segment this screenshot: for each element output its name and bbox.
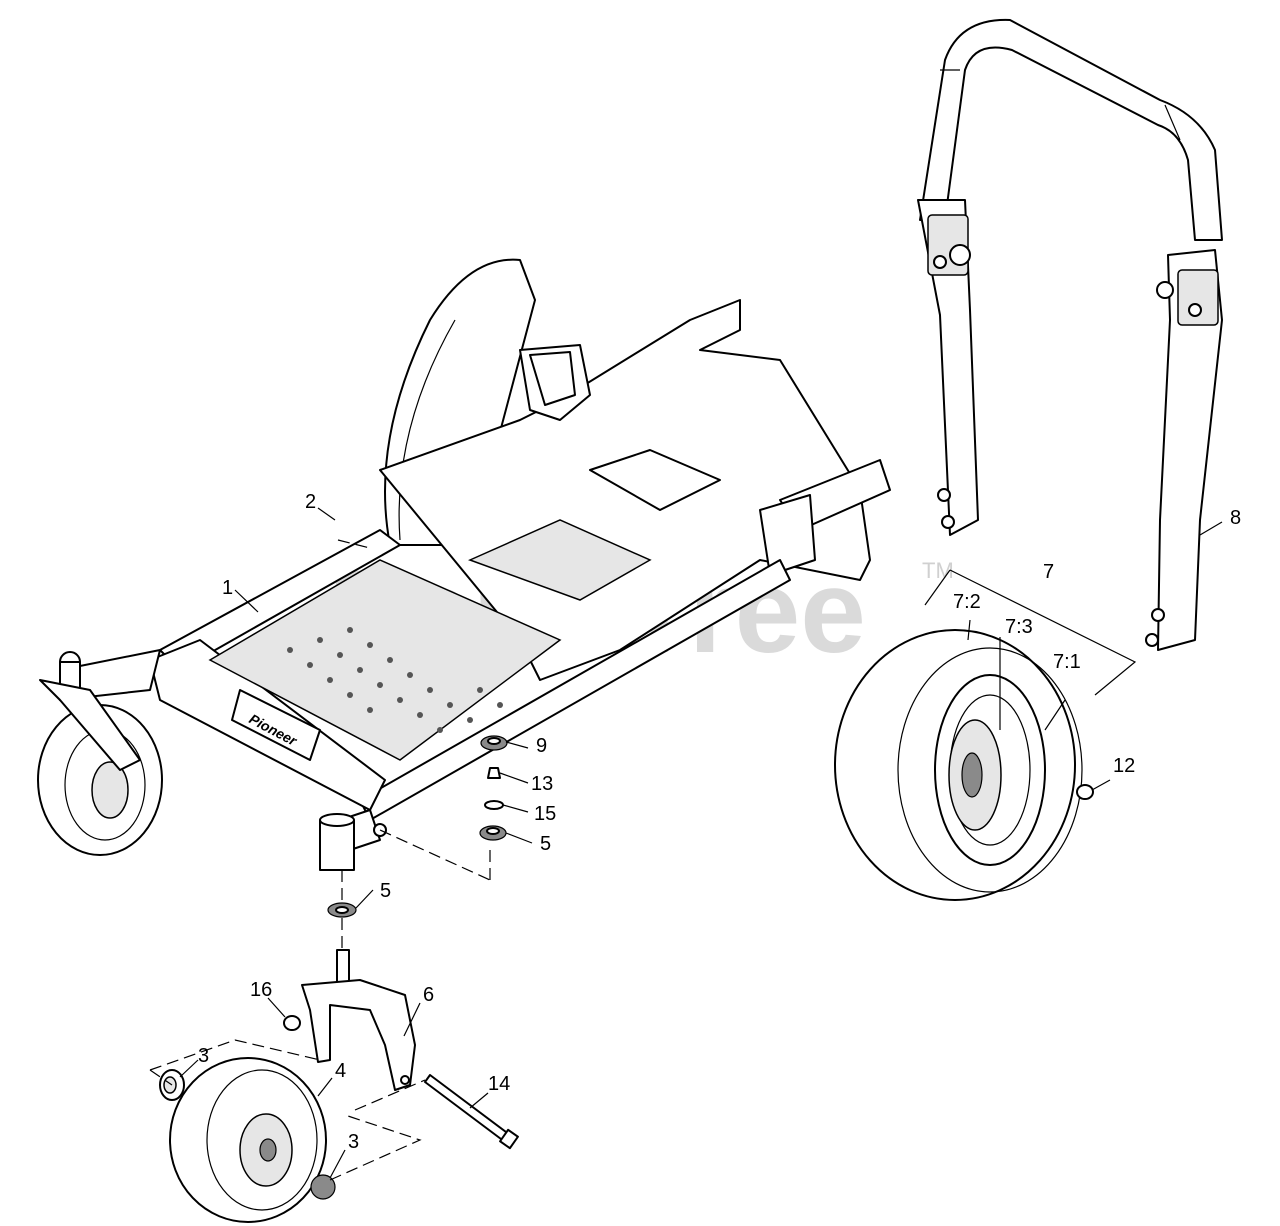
callout-8: 8 [1230,507,1241,529]
bearing-9[interactable] [480,735,508,751]
callout-9: 9 [536,735,547,757]
caster-wheel[interactable] [169,1057,327,1223]
leader-lines [179,507,1223,1179]
callout-16: 16 [250,979,272,1001]
fork-axle-line-lower [149,1069,422,1181]
callout-4: 4 [335,1060,346,1082]
main-frame[interactable]: Pioneer [59,299,891,851]
callout-2: 2 [305,491,316,513]
caster-fork[interactable] [301,949,416,1091]
washer-15[interactable] [484,800,504,810]
callout-labels: 1 2 3 3 4 5 5 6 7 7:1 7:2 7:3 8 9 12 13 … [198,491,1241,1153]
callout-3-lower: 3 [348,1131,359,1153]
callout-5-upper: 5 [540,833,551,855]
callout-7-2: 7:2 [953,591,981,613]
callout-15: 15 [534,803,556,825]
callout-1: 1 [222,577,233,599]
caster-tube [319,813,355,871]
floor-pan [208,559,562,761]
spacer-3-lower[interactable] [310,1174,336,1200]
fork-axle-line-upper [149,1039,321,1071]
callout-12: 12 [1113,755,1135,777]
lug-nut-12[interactable] [1076,784,1094,800]
nut-13[interactable] [487,767,501,779]
callout-7-3: 7:3 [1005,616,1033,638]
fork-bolt-line [354,1079,426,1111]
valve-7-3[interactable] [961,752,983,798]
rear-wheel-assembly[interactable] [834,629,1083,901]
bearing-5-upper[interactable] [479,825,507,841]
callout-6: 6 [423,984,434,1006]
front-caster-left [37,679,163,856]
callout-14: 14 [488,1073,510,1095]
callout-7: 7 [1043,561,1054,583]
watermark-trademark: TM [922,558,954,583]
wheel-bracket-left [924,569,951,606]
hardware-stack-line [379,829,491,881]
nut-16[interactable] [283,1015,301,1031]
callout-13: 13 [531,773,553,795]
floor-pan-holes [287,627,503,733]
right-pivot-bracket [1177,269,1219,326]
wheel-bracket-line [949,569,1137,696]
bearing-5-lower[interactable] [327,902,357,918]
callout-3-upper: 3 [198,1045,209,1067]
center-plate [467,519,652,601]
callout-7-1: 7:1 [1053,651,1081,673]
bolt-14[interactable] [424,1074,519,1150]
callout-5-lower: 5 [380,880,391,902]
roll-bar[interactable] [917,18,1223,651]
